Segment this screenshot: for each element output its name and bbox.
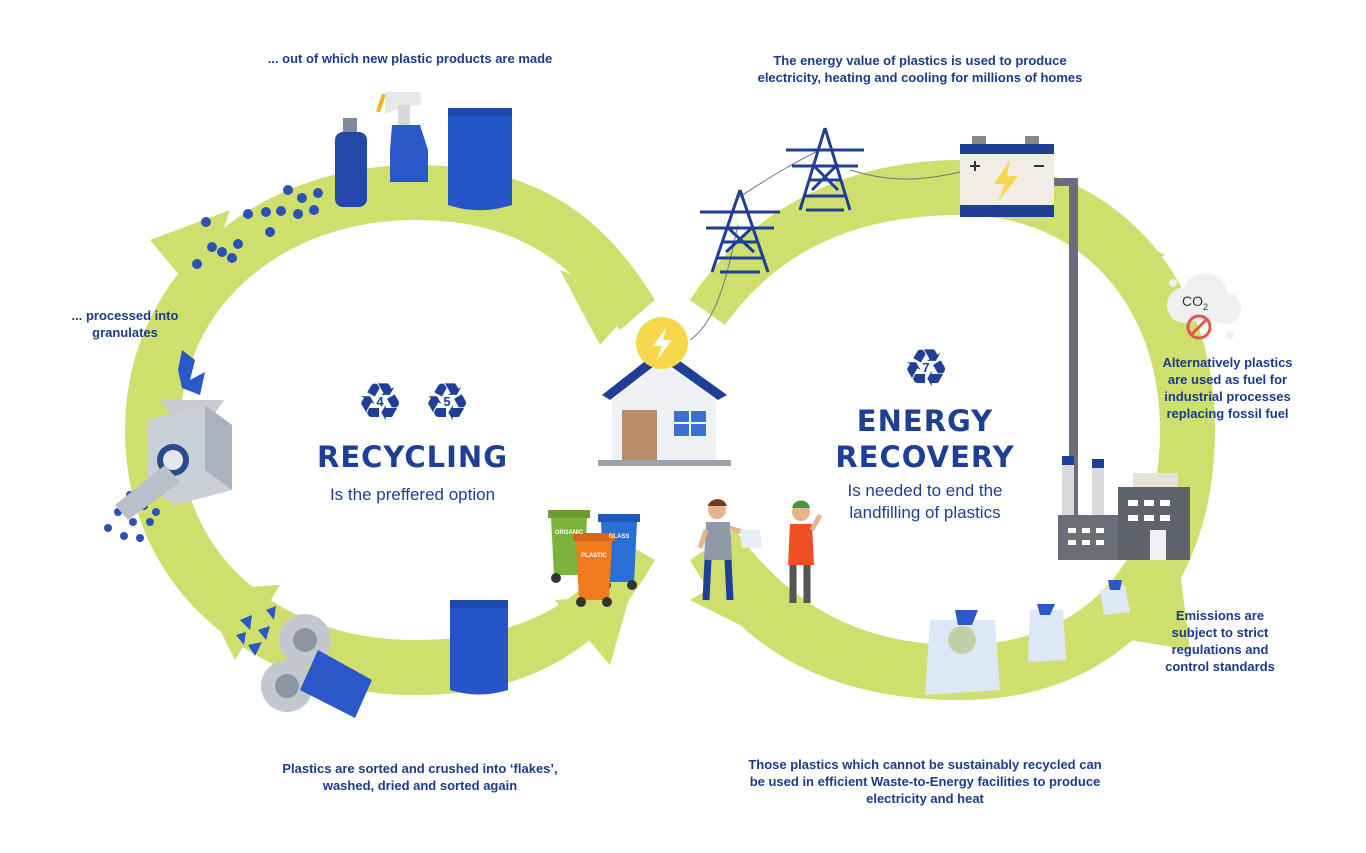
bottle-icon [335,118,367,207]
spray-bottle-icon [376,92,428,182]
caption-granulates: ... processed into granulates [50,307,200,341]
caption-flakes: Plastics are sorted and crushed into ‘fl… [240,760,600,794]
energy-title-line1: ENERGY [856,404,994,438]
arrow-head-left-top [150,210,230,300]
co2-label: CO2 [1182,293,1208,312]
caption-waste-to-energy: Those plastics which cannot be sustainab… [720,756,1130,807]
cloud-icon [1167,273,1241,340]
caption-flakes-line2: washed, dried and sorted again [322,778,518,793]
resin-code-4: 4 [376,394,384,409]
recycle-icon: ♻ [423,373,471,433]
caption-fuel-line4: replacing fossil fuel [1166,406,1289,421]
pouch-icon [448,108,512,211]
caption-energy-value: The energy value of plastics is used to … [720,52,1120,86]
recycling-loop [125,165,655,695]
pylon-icon [700,189,780,274]
caption-fuel-line3: industrial processes [1164,389,1291,404]
arrow-head-right-top [1100,220,1165,280]
caption-emissions-line1: Emissions are [1175,608,1265,623]
resin-code-5: 5 [443,394,451,409]
caption-fuel-line2: are used as fuel for [1167,372,1288,387]
crusher-icon [115,350,232,520]
caption-emissions: Emissions are subject to strict regulati… [1145,607,1295,675]
recycling-title: RECYCLING [316,440,508,474]
caption-energy-value-line2: electricity, heating and cooling for mil… [757,70,1083,85]
worker-icon [788,500,823,603]
energy-subtitle-line1: Is needed to end the [847,481,1003,500]
recycle-icon: ♻ [902,339,950,399]
pylon-icon-2 [786,127,864,212]
co2-text: CO [1182,293,1203,309]
flakes [236,606,372,718]
arrow-head-right-bottom [1130,570,1190,650]
bin-label-organic: ORGANIC [554,530,584,536]
caption-wte-line1: Those plastics which cannot be sustainab… [748,757,1102,772]
recycle-icon: ♻ [356,373,404,433]
bolt-icon [636,317,688,369]
pouch-icon-bottom [450,600,508,695]
caption-new-products: ... out of which new plastic products ar… [267,51,553,66]
caption-emissions-line4: control standards [1165,659,1275,674]
arrow-head-center-top [560,270,640,345]
energy-subtitle-line2: landfilling of plastics [849,503,1001,522]
arrow-head-left-bottom [200,585,280,660]
factory-icon [1058,456,1190,560]
caption-emissions-line2: subject to strict [1171,625,1269,640]
battery-icon [960,136,1054,217]
caption-fuel-line1: Alternatively plastics [1162,355,1293,370]
bin-label-plastic: PLASTIC [581,553,607,559]
caption-energy-value-line1: The energy value of plastics is used to … [773,53,1067,68]
person-icon [697,499,762,601]
exhaust-pipe [1054,178,1078,538]
caption-granulates-line1: ... processed into [71,308,179,323]
resin-code-7: 7 [922,360,930,375]
bag-icon [925,580,1130,695]
bin-icon-plastic [573,533,615,607]
recycling-subtitle: Is the preffered option [329,485,496,504]
house-icon [598,348,731,466]
energy-title-line2: RECOVERY [835,440,1015,474]
caption-wte-line2: be used in efficient Waste-to-Energy fac… [749,774,1101,789]
bin-label-glass: GLASS [608,534,630,540]
caption-wte-line3: electricity and heat [866,791,984,806]
caption-fuel: Alternatively plastics are used as fuel … [1140,354,1315,422]
caption-emissions-line3: regulations and [1171,642,1269,657]
arrow-head-center-left [555,595,630,665]
caption-flakes-line1: Plastics are sorted and crushed into ‘fl… [282,761,558,776]
caption-granulates-line2: granulates [92,325,158,340]
co2-subscript: 2 [1203,301,1209,312]
